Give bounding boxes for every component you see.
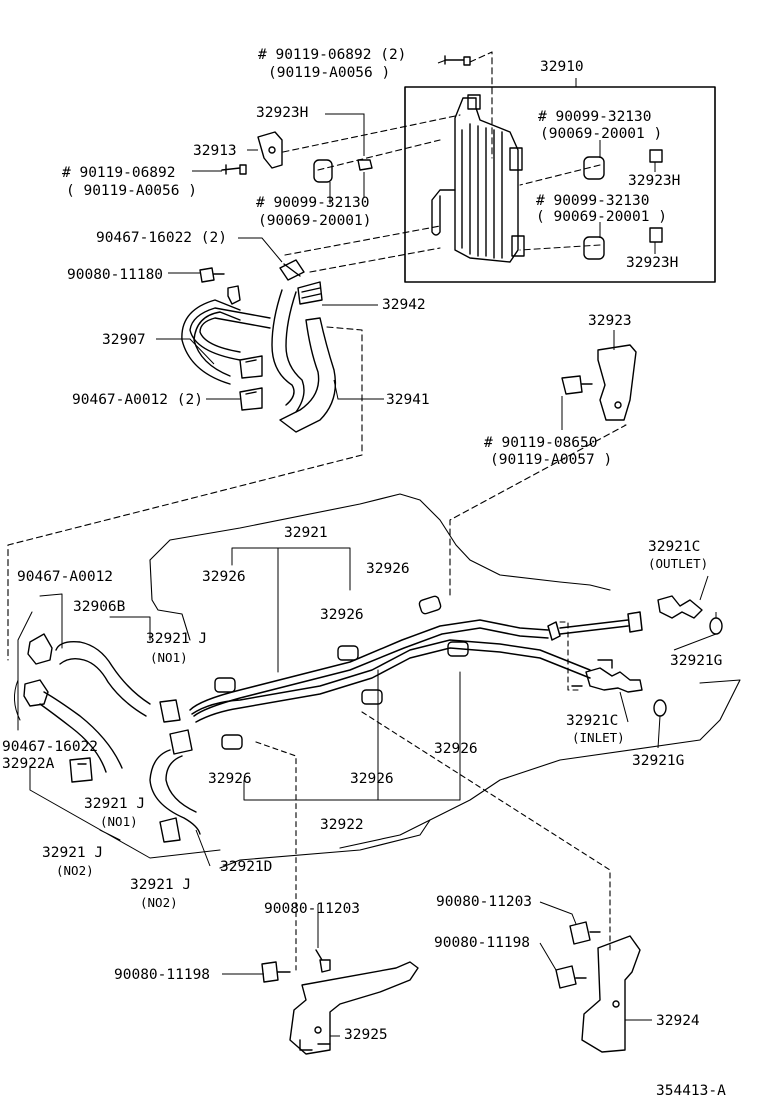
grommet-mid <box>313 159 373 183</box>
label-clamp-32926-a: 32926 <box>202 569 246 585</box>
label-tube-32921: 32921 <box>284 525 328 541</box>
label-bracket-32913: 32913 <box>193 143 237 159</box>
label-clamp-j-no2-mid-note: (NO2) <box>140 895 178 910</box>
label-clamp-j-no2-left-note: (NO2) <box>56 863 94 878</box>
label-clamp-32926-b: 32926 <box>366 561 410 577</box>
bracket-32924-shape <box>555 921 641 1053</box>
bracket-32923-shape <box>561 344 637 421</box>
pipe-32907 <box>181 285 271 385</box>
label-bolt-top-b: (90119-A0056 ) <box>268 65 391 81</box>
clamp-32942 <box>297 281 323 305</box>
left-lead-lines <box>14 593 221 859</box>
label-clamp-j-no2-left: 32921 J <box>42 845 104 861</box>
transmission-outline <box>149 493 741 869</box>
label-cooler-assy: 32910 <box>540 59 584 75</box>
label-pipe-32907: 32907 <box>102 332 146 348</box>
label-bracket-h-top: 32923H <box>256 105 309 121</box>
grommet-right <box>583 149 663 260</box>
label-bracket-32925: 32925 <box>344 1027 388 1043</box>
bolt-left <box>221 164 247 175</box>
tube-32922-shape <box>191 639 591 723</box>
label-grommet-r2-a: # 90099-32130 <box>536 193 650 209</box>
label-bolt-top-a: # 90119-06892 (2) <box>258 47 407 63</box>
label-clamp-j-no1-top: 32921 J <box>146 631 208 647</box>
label-bolt-11198-a: 90080-11198 <box>114 967 211 983</box>
union-outlet <box>657 595 703 619</box>
label-union-outlet: 32921C <box>648 539 701 555</box>
label-bolt-left-b: ( 90119-A0056 ) <box>66 183 197 199</box>
label-bracket-32924: 32924 <box>656 1013 700 1029</box>
clamps-a0012-pair <box>239 355 263 411</box>
label-oring-32921g-a: 32921G <box>670 653 723 669</box>
tube-callout-brackets <box>231 547 461 801</box>
label-bolt-11198-b: 90080-11198 <box>434 935 531 951</box>
label-union-outlet-note: (OUTLET) <box>648 556 709 571</box>
label-grommet-r1-b: (90069-20001 ) <box>540 126 663 142</box>
label-grommet-r1-a: # 90099-32130 <box>538 109 652 125</box>
label-clamp-j-no1-top-note: (NO1) <box>150 650 188 665</box>
label-clamp-32926-f: 32926 <box>350 771 394 787</box>
label-grommet-r2-b: ( 90069-20001 ) <box>536 209 667 225</box>
label-hose-32906b: 32906B <box>73 599 126 615</box>
label-hose-32941: 32941 <box>386 392 430 408</box>
leader-lines-cooler <box>7 51 627 661</box>
label-oring-32921g-b: 32921G <box>632 753 685 769</box>
label-bolt-11203-a: 90080-11203 <box>264 901 361 917</box>
bracket-32913 <box>257 131 283 169</box>
label-hose-32921d: 32921D <box>220 859 273 875</box>
label-clamp-32926-e: 32926 <box>208 771 252 787</box>
clamp-32926-markers <box>214 595 469 750</box>
union-inlet <box>571 659 643 693</box>
label-bolt-08650-a: # 90119-08650 <box>484 435 598 451</box>
label-hose-32922a: 32922A <box>2 756 55 772</box>
clamp-16022-upper <box>279 259 305 281</box>
label-clamp-j-no1-bot-note: (NO1) <box>100 814 138 829</box>
label-bolt-left-a: # 90119-06892 <box>62 165 176 181</box>
oil-cooler-assembly <box>404 86 716 283</box>
label-hose-32942: 32942 <box>382 297 426 313</box>
label-clamp-16022: 90467-16022 <box>2 739 99 755</box>
hose-32941 <box>271 289 337 433</box>
label-union-inlet: 32921C <box>566 713 619 729</box>
bracket-32925-shape <box>261 949 419 1055</box>
label-grommet-mid-a: # 90099-32130 <box>256 195 370 211</box>
label-bracket-32923: 32923 <box>588 313 632 329</box>
hose-left-group <box>23 633 201 843</box>
label-clamp-j-no1-bot: 32921 J <box>84 796 146 812</box>
label-clamp-32926-d: 32926 <box>434 741 478 757</box>
label-grommet-mid-b: (90069-20001) <box>258 213 372 229</box>
label-clamp-2: 90467-16022 (2) <box>96 230 227 246</box>
label-bolt-08650-b: (90119-A0057 ) <box>490 452 613 468</box>
label-bracket-h-r1: 32923H <box>628 173 681 189</box>
label-drawing-number: 354413-A <box>656 1083 726 1099</box>
bolt-11180 <box>199 267 225 283</box>
label-clamp-a0012-2: 90467-A0012 (2) <box>72 392 203 408</box>
leader-lines-right <box>559 621 581 691</box>
label-tube-32922: 32922 <box>320 817 364 833</box>
label-bolt-11180: 90080-11180 <box>67 267 164 283</box>
label-clamp-32926-c: 32926 <box>320 607 364 623</box>
label-bracket-h-r2: 32923H <box>626 255 679 271</box>
label-union-inlet-note: (INLET) <box>572 730 625 745</box>
label-clamp-j-no2-mid: 32921 J <box>130 877 192 893</box>
label-clamp-a0012: 90467-A0012 <box>17 569 114 585</box>
leader-lines-bottom <box>255 711 611 971</box>
label-bolt-11203-b: 90080-11203 <box>436 894 533 910</box>
